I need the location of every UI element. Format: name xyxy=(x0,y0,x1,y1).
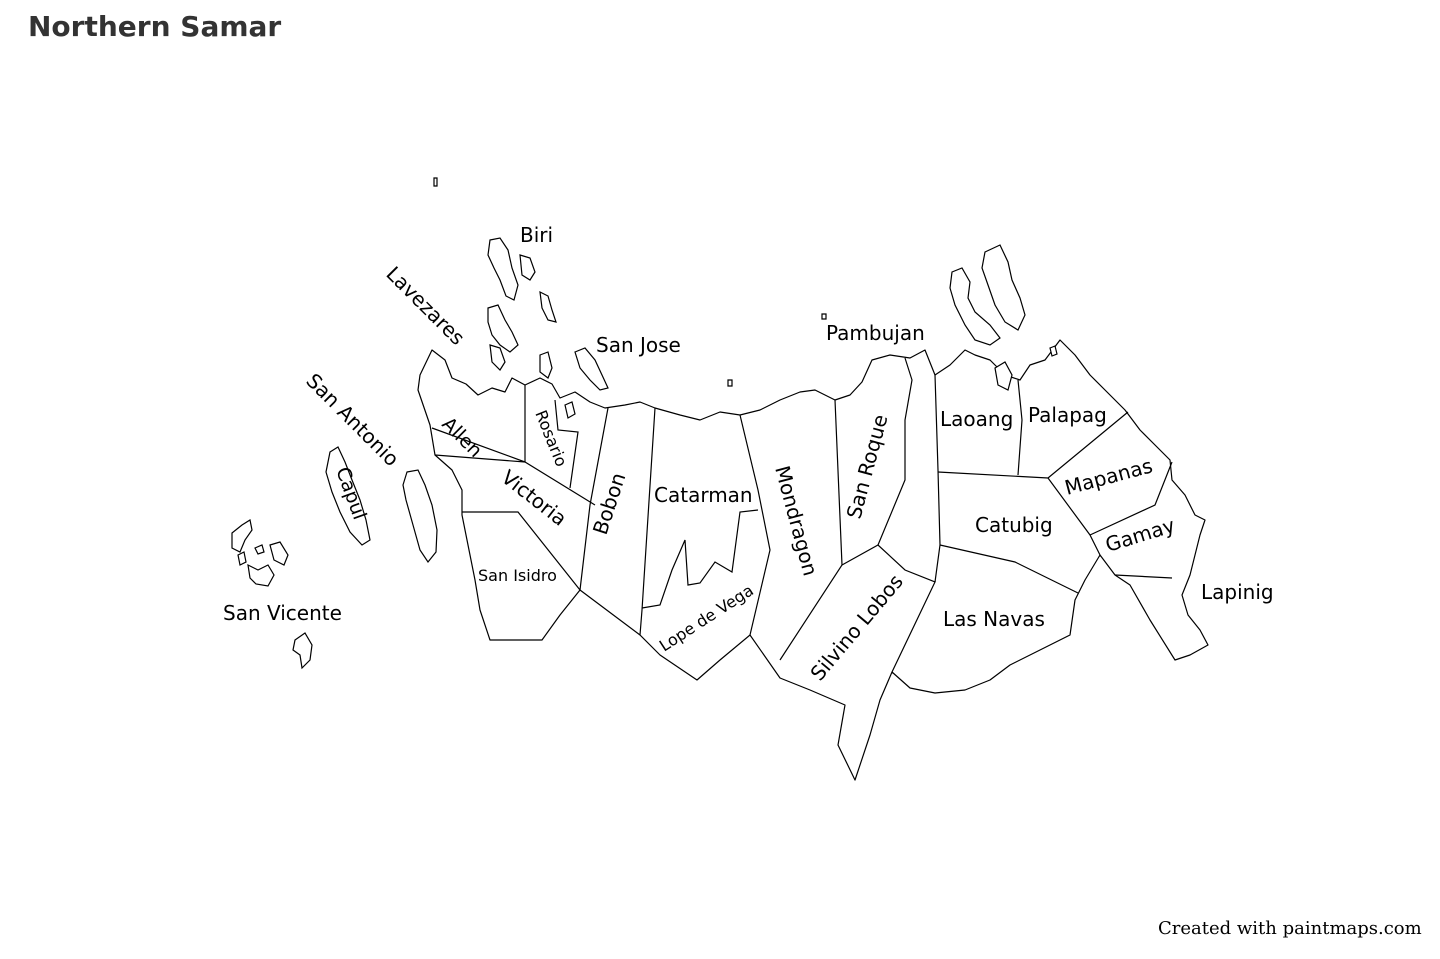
biri-island-2 xyxy=(519,254,536,281)
lavezares-island-2 xyxy=(489,344,506,371)
label-biri: Biri xyxy=(520,223,553,247)
label-catarman: Catarman xyxy=(654,483,753,507)
san-vicente-island-2 xyxy=(247,563,275,587)
laoang-island-2 xyxy=(981,244,1026,331)
label-san-antonio: San Antonio xyxy=(301,369,403,471)
north-rock xyxy=(433,177,438,187)
label-san-vicente: San Vicente xyxy=(223,601,342,625)
lavezares-island-1 xyxy=(487,304,519,353)
municipal-boundaries xyxy=(431,357,1173,673)
san-jose-island-1 xyxy=(574,347,609,391)
san-vicente-island-6 xyxy=(292,632,313,670)
mainland-outline xyxy=(417,339,1209,781)
san-jose-island-3 xyxy=(564,401,576,419)
label-san-jose: San Jose xyxy=(596,333,681,357)
label-pambujan: Pambujan xyxy=(826,321,925,345)
san-vicente-island-5 xyxy=(254,544,265,555)
label-catubig: Catubig xyxy=(975,513,1053,537)
label-lapinig: Lapinig xyxy=(1201,580,1274,604)
san-vicente-island-4 xyxy=(237,551,247,566)
san-vicente-island-3 xyxy=(269,541,289,566)
capul-island xyxy=(325,446,371,546)
biri-island-1 xyxy=(487,237,519,301)
islands xyxy=(231,177,1058,670)
catarman-islet xyxy=(727,379,733,387)
credit-text: Created with paintmaps.com xyxy=(1158,918,1422,939)
label-san-isidro: San Isidro xyxy=(478,566,557,585)
label-laoang: Laoang xyxy=(940,407,1013,431)
palapag-islet xyxy=(1049,345,1058,357)
san-vicente-island-1 xyxy=(231,519,253,553)
label-palapag: Palapag xyxy=(1028,403,1107,427)
san-jose-island-2 xyxy=(539,351,553,379)
label-lavezares: Lavezares xyxy=(381,262,469,350)
laoang-island-3 xyxy=(994,361,1013,391)
biri-island-3 xyxy=(539,290,557,323)
pambujan-islet xyxy=(821,313,827,320)
page-title: Northern Samar xyxy=(28,10,282,43)
san-antonio-island xyxy=(402,469,438,564)
label-las-navas: Las Navas xyxy=(943,607,1045,631)
laoang-island-1 xyxy=(949,267,1001,346)
